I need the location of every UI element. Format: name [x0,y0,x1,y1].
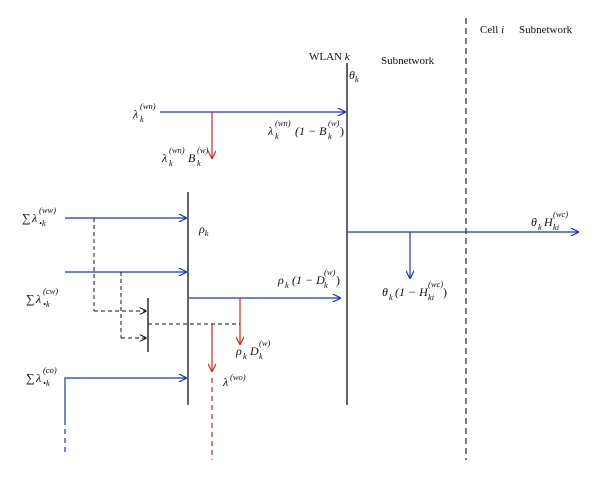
lambda-wn-block-label: λ (wn) k B (w) k [161,142,211,169]
lambda-wn-label: λ (wn) k [132,98,159,124]
cell-subnetwork-header: Subnetwork [519,24,573,36]
lambda-wo-label: λ (wo) [222,372,246,389]
cell-header: Cell i [480,24,504,36]
theta-notH-label: θ k (1 − H (wc) ki ) [382,276,447,303]
sum-co-label: ∑ λ (co) •k [26,362,60,388]
rho-k-label: ρk [198,222,209,238]
theta-H-label: θ k H (wc) ki [531,206,571,233]
lambda-wn-pass-label: λ (wn) k (1 − B (w) k ) [267,115,344,142]
rho-pass-label: ρ k (1 − D (w) k ) [277,264,340,291]
wlan-header: WLAN k [309,51,351,63]
rho-block-label: ρ k D (w) k [235,335,273,362]
sum-ww-label: ∑ λ (ww) •k [22,202,59,228]
theta-k-label: θk [349,68,359,84]
wlan-subnetwork-header: Subnetwork [381,55,435,67]
sum-cw-label: ∑ λ (cw) •k [26,283,61,309]
arrow-sum-co-in [64,378,186,420]
